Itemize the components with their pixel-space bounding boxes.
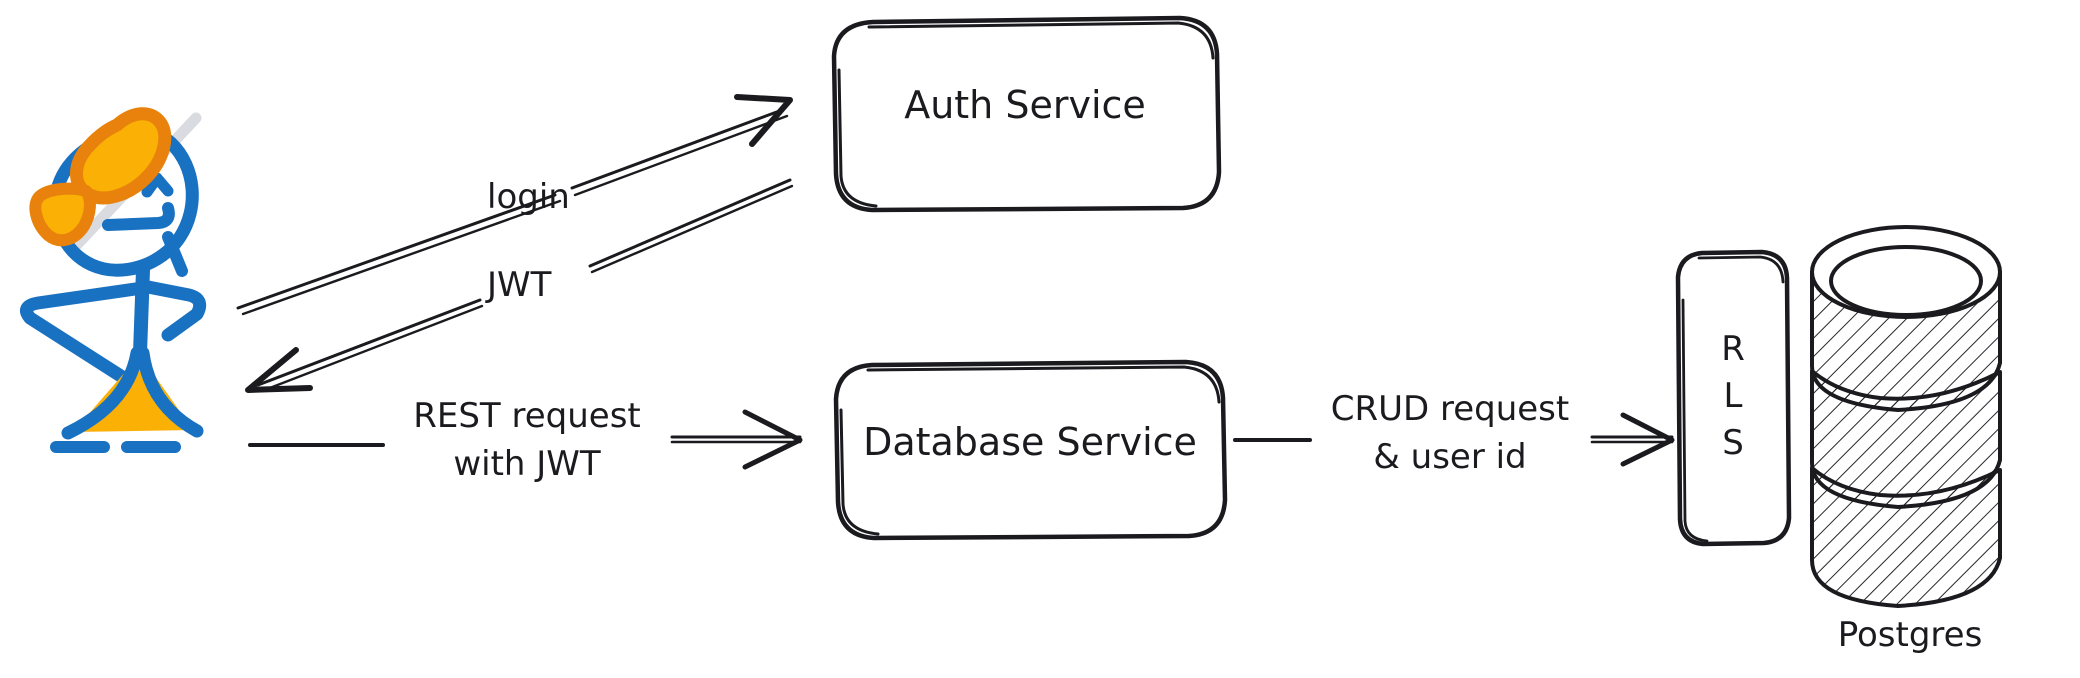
edge-login-line-b <box>570 108 784 190</box>
right-arm <box>141 280 207 342</box>
node-rls[interactable] <box>1675 249 1792 547</box>
edge-login-line-a <box>236 193 557 310</box>
edge-jwt-line-b <box>256 298 482 387</box>
mouth-icon <box>102 202 175 231</box>
auth-service-box-outline <box>831 15 1222 213</box>
skirt-left-edge <box>61 346 144 440</box>
auth-service-box-sketch-b <box>837 68 878 208</box>
actor-stick-figure <box>19 107 207 453</box>
rls-box-outline <box>1675 249 1792 547</box>
edge-jwt-line-c <box>590 184 794 274</box>
rls-letter-s: S <box>1722 423 1744 463</box>
postgres-label: Postgres <box>1838 615 1983 655</box>
auth-service-box-sketch-a <box>867 21 1215 60</box>
edge-login-label: login <box>487 177 570 217</box>
right-eye-icon <box>141 172 174 198</box>
edge-rest-request <box>248 409 803 470</box>
postgres-top-rim-inner <box>1829 245 1983 317</box>
database-service-label: Database Service <box>863 420 1197 464</box>
hat-main-icon <box>70 107 172 205</box>
edge-login <box>236 94 793 316</box>
auth-service-label: Auth Service <box>904 83 1146 127</box>
edge-rest-arrowhead <box>742 409 803 470</box>
node-auth-service[interactable] <box>831 15 1222 213</box>
hat-tail-icon <box>29 182 96 247</box>
database-service-box-outline <box>833 359 1228 541</box>
edge-crud-arrowhead <box>1620 412 1675 467</box>
rls-letter-r: R <box>1721 329 1745 369</box>
edge-jwt-line-d <box>260 304 484 393</box>
rls-box-sketch-b <box>1681 298 1709 543</box>
rls-box-sketch-a <box>1697 255 1785 284</box>
database-service-box-sketch-b <box>839 408 880 536</box>
node-database-service[interactable] <box>833 359 1228 541</box>
edge-jwt <box>245 178 794 393</box>
edge-login-line-c <box>241 199 562 316</box>
edge-rest-label-line-2: with JWT <box>453 444 601 484</box>
edge-login-arrowhead <box>734 94 793 147</box>
edge-crud-label-line-1: CRUD request <box>1331 389 1569 429</box>
skirt-right-edge <box>136 346 204 438</box>
edge-jwt-arrowhead <box>245 347 313 393</box>
edge-login-line-d <box>573 114 789 197</box>
edge-jwt-label: JWT <box>485 265 552 305</box>
edge-rest-label-line-1: REST request <box>413 396 641 436</box>
left-arm <box>19 281 149 387</box>
edge-crud-request <box>1233 412 1675 467</box>
edge-crud-label-line-2: & user id <box>1373 437 1526 477</box>
rls-letter-l: L <box>1724 376 1743 416</box>
neck <box>162 231 188 277</box>
edge-jwt-line-a <box>588 178 792 268</box>
node-postgres-cylinder[interactable] <box>1810 225 2002 608</box>
database-service-box-sketch-a <box>866 365 1221 404</box>
